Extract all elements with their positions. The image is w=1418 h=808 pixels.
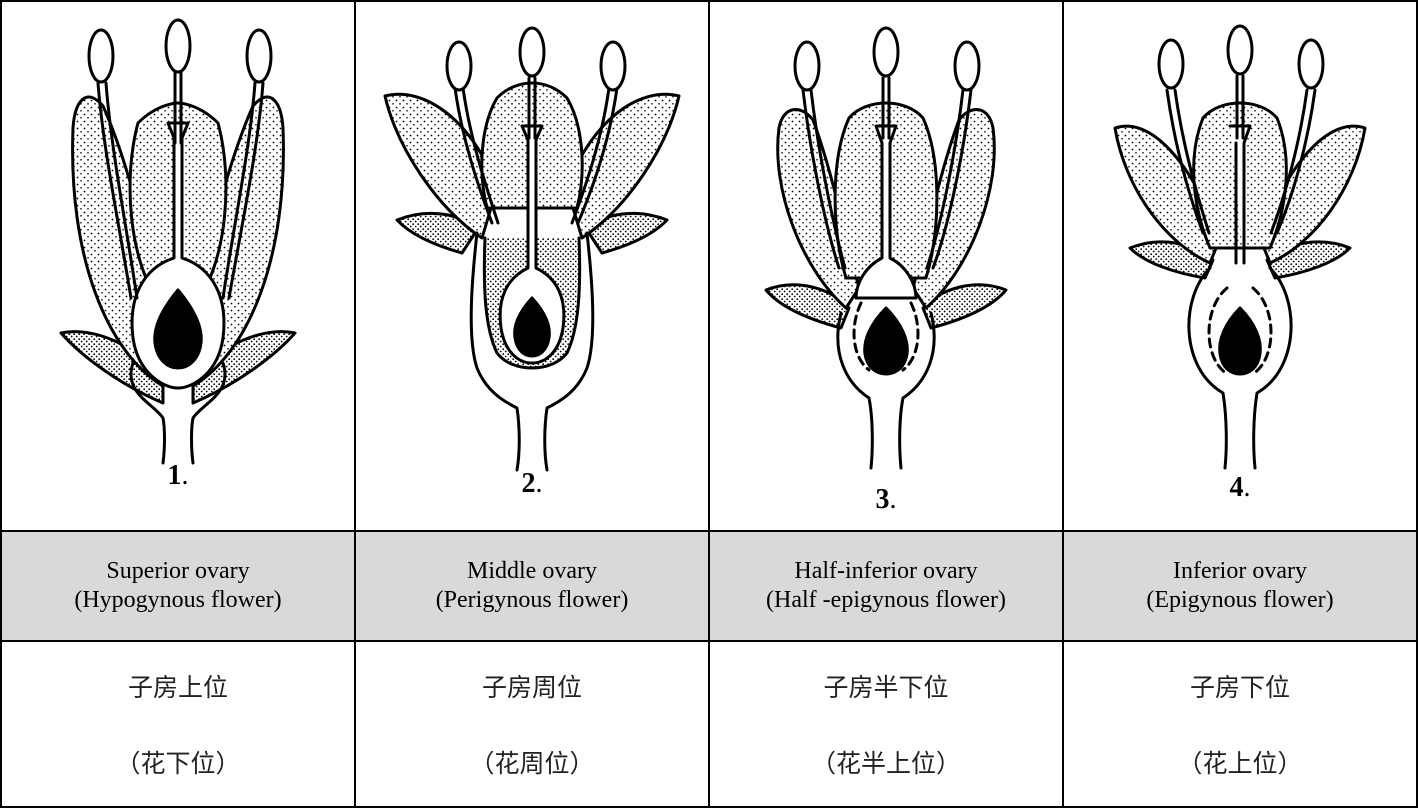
figure-number-label: 2: [522, 468, 536, 499]
flower-type-en: (Hypogynous flower): [2, 586, 354, 615]
figure-cell-4: 4.: [1063, 1, 1417, 531]
flower-type-zh: （花周位）: [356, 744, 708, 780]
figure-number-label: 1: [168, 460, 182, 491]
ovary-name-zh: 子房上位: [2, 668, 354, 704]
chinese-label-cell-3: 子房半下位 （花半上位）: [709, 641, 1063, 807]
chinese-label-row: 子房上位 （花下位） 子房周位 （花周位） 子房半下位 （花半上位） 子房下位 …: [1, 641, 1417, 807]
figure-cell-3: 3.: [709, 1, 1063, 531]
ovary-name-zh: 子房下位: [1064, 668, 1416, 704]
english-label-cell-4: Inferior ovary (Epigynous flower): [1063, 531, 1417, 641]
figure-number-label: 4: [1230, 472, 1244, 503]
ovary-name-en: Half-inferior ovary: [750, 557, 1022, 586]
ovary-name-zh: 子房周位: [356, 668, 708, 704]
flower-type-en: (Half -epigynous flower): [750, 586, 1022, 615]
english-label-row: Superior ovary (Hypogynous flower) Middl…: [1, 531, 1417, 641]
ovary-name-en: Inferior ovary: [1064, 557, 1416, 586]
figure-row: 1.: [1, 1, 1417, 531]
figure-number-label: 3: [876, 484, 890, 515]
chinese-label-cell-2: 子房周位 （花周位）: [355, 641, 709, 807]
figure-number-1: 1.: [2, 460, 354, 492]
half-inferior-ovary-flower-illustration: [721, 8, 1051, 478]
inferior-ovary-flower-illustration: [1075, 8, 1405, 478]
figure-cell-2: 2.: [355, 1, 709, 531]
ovary-name-zh: 子房半下位: [710, 668, 1062, 704]
chinese-label-cell-4: 子房下位 （花上位）: [1063, 641, 1417, 807]
superior-ovary-flower-illustration: [13, 8, 343, 478]
ovary-name-en: Superior ovary: [2, 557, 354, 586]
figure-number-2: 2.: [356, 468, 708, 500]
flower-type-zh: （花上位）: [1064, 744, 1416, 780]
flower-type-zh: （花下位）: [2, 744, 354, 780]
figure-number-4: 4.: [1064, 472, 1416, 504]
middle-ovary-flower-illustration: [367, 8, 697, 478]
figure-cell-1: 1.: [1, 1, 355, 531]
chinese-label-cell-1: 子房上位 （花下位）: [1, 641, 355, 807]
ovary-name-en: Middle ovary: [356, 557, 708, 586]
flower-type-zh: （花半上位）: [710, 744, 1062, 780]
flower-type-en: (Perigynous flower): [356, 586, 708, 615]
english-label-cell-3: Half-inferior ovary (Half -epigynous flo…: [709, 531, 1063, 641]
flower-type-en: (Epigynous flower): [1064, 586, 1416, 615]
english-label-cell-1: Superior ovary (Hypogynous flower): [1, 531, 355, 641]
english-label-cell-2: Middle ovary (Perigynous flower): [355, 531, 709, 641]
figure-number-3: 3.: [710, 484, 1062, 516]
